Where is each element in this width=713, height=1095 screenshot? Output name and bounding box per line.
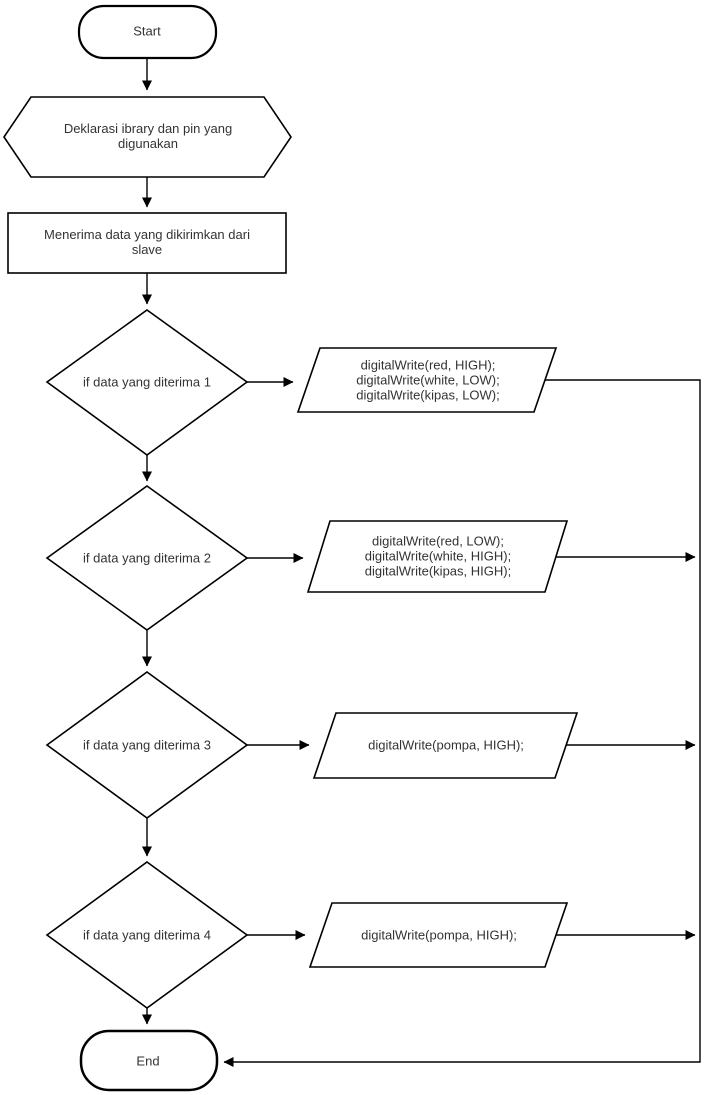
decision2-diamond-shape: [45, 485, 249, 631]
decision4-diamond-shape: [45, 861, 249, 1009]
end-terminator-shape: [79, 1029, 219, 1092]
start-terminator-shape: [77, 4, 218, 60]
output1-parallelogram-shape: [296, 347, 558, 413]
output3-parallelogram-shape: [312, 712, 579, 779]
edge-output1-collector-to-end: [223, 379, 701, 1067]
receive-process-shape: [7, 212, 287, 274]
declare-hexagon-shape: [3, 96, 292, 178]
output4-parallelogram-shape: [308, 902, 569, 968]
decision3-diamond-shape: [45, 671, 249, 819]
decision1-diamond-shape: [45, 309, 249, 456]
output2-parallelogram-shape: [306, 520, 569, 593]
